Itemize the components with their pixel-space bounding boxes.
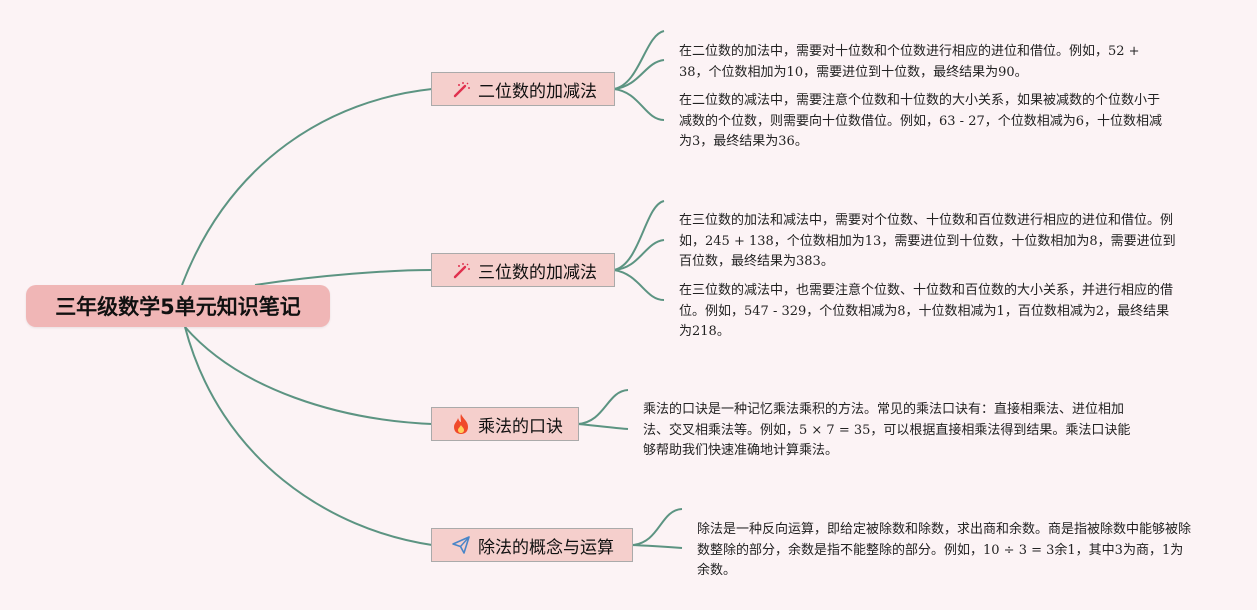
connector-root-branch-4	[184, 326, 433, 546]
root-title: 三年级数学5单元知识笔记	[55, 295, 301, 319]
paper-plane-icon	[450, 534, 472, 556]
connector-b3-note-1b	[577, 423, 629, 430]
connector-root-branch-3	[184, 326, 433, 425]
connector-b4-note-1	[631, 508, 683, 546]
branch-multiplication-rhyme[interactable]: 乘法的口诀	[431, 407, 579, 441]
branch-two-digit-add-sub[interactable]: 二位数的加减法	[431, 72, 615, 106]
connector-root-branch-1	[181, 88, 433, 286]
branch-three-digit-add-sub[interactable]: 三位数的加减法	[431, 253, 615, 287]
connector-b4-note-1b	[631, 544, 683, 549]
connector-b1-note-1	[613, 30, 665, 90]
note-multiplication-rhyme: 乘法的口诀是一种记忆乘法乘积的方法。常见的乘法口诀有：直接相乘法、进位相加法、交…	[643, 402, 1131, 458]
note-two-digit-addition: 在二位数的加法中，需要对十位数和个位数进行相应的进位和借位。例如，52 + 38…	[679, 44, 1140, 80]
connector-b1-note-2	[613, 88, 665, 121]
fire-icon	[450, 413, 472, 435]
note-division-concept: 除法是一种反向运算，即给定被除数和除数，求出商和余数。商是指被除数中能够被除数整…	[697, 522, 1192, 578]
connector-b1-note-1b	[613, 59, 665, 90]
connector-b3-note-1	[577, 389, 629, 425]
connector-root-branch-2	[254, 269, 433, 286]
branch-division-concept[interactable]: 除法的概念与运算	[431, 528, 633, 562]
branch-label: 二位数的加减法	[478, 81, 597, 102]
note-two-digit-subtraction: 在二位数的减法中，需要注意个位数和十位数的大小关系，如果被减数的个位数小于减数的…	[679, 93, 1163, 149]
connector-b2-note-2	[613, 269, 665, 301]
note-three-digit-addition: 在三位数的加法和减法中，需要对个位数、十位数和百位数进行相应的进位和借位。例如，…	[679, 213, 1176, 269]
magic-wand-icon	[450, 259, 472, 281]
note-three-digit-subtraction: 在三位数的减法中，也需要注意个位数、十位数和百位数的大小关系，并进行相应的借位。…	[679, 283, 1174, 339]
branch-label: 三位数的加减法	[478, 262, 597, 283]
magic-wand-icon	[450, 78, 472, 100]
connector-b2-note-1	[613, 200, 665, 271]
root-topic[interactable]: 三年级数学5单元知识笔记	[26, 285, 330, 327]
branch-label: 除法的概念与运算	[478, 537, 614, 558]
connector-b2-note-1b	[613, 239, 665, 271]
branch-label: 乘法的口诀	[478, 416, 563, 437]
